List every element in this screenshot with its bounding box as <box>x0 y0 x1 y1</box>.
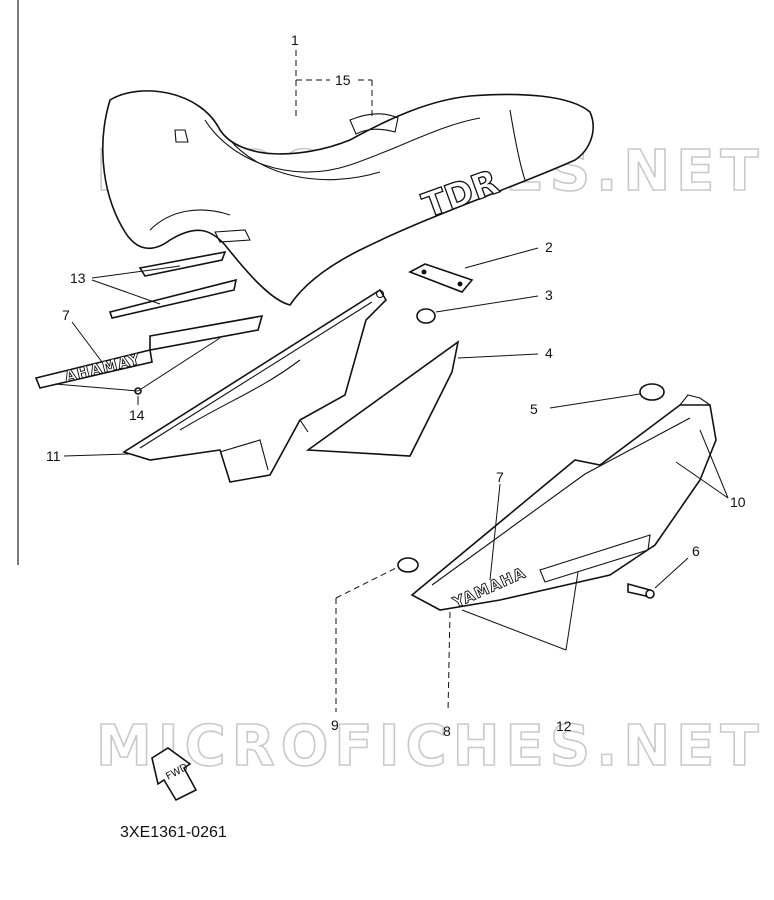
damper-part <box>416 308 436 324</box>
grommet-bottom <box>397 557 419 573</box>
panel-part <box>305 340 460 457</box>
watermark-bottom: MICROFICHES.NET <box>96 714 765 779</box>
leader-2 <box>464 247 539 269</box>
leader-10a <box>699 429 729 499</box>
callout-5: 5 <box>530 401 538 417</box>
leader-5 <box>549 393 641 409</box>
strip-upper <box>138 250 227 277</box>
bracket-hole-left <box>421 269 427 275</box>
leader-11 <box>63 453 131 457</box>
strip-lower <box>108 278 238 319</box>
bracket-part <box>408 263 474 293</box>
fwd-arrow-icon: FWD <box>151 747 198 802</box>
strip-mid <box>149 314 264 351</box>
grommet-top <box>639 383 665 401</box>
leader-13a <box>91 265 181 279</box>
decal-left-text: AHAMAY <box>63 350 143 386</box>
callout-3: 3 <box>545 287 553 303</box>
leader-7a <box>71 321 103 363</box>
callout-14: 14 <box>129 407 145 423</box>
leader-10b <box>675 461 729 499</box>
leader-3 <box>435 295 539 313</box>
seat-part: TDR <box>101 90 594 306</box>
part-code: 3XE1361-0261 <box>120 824 227 841</box>
callout-2: 2 <box>545 239 553 255</box>
callout-1: 1 <box>291 32 299 48</box>
callout-12: 12 <box>556 718 572 734</box>
leader-8 <box>447 611 451 713</box>
leader-6 <box>654 557 689 589</box>
leader-13b <box>91 279 161 305</box>
callout-15: 15 <box>335 72 351 88</box>
leader-14c <box>137 337 221 392</box>
leader-12a <box>565 571 579 651</box>
leader-12b <box>461 609 567 651</box>
side-cover-right: YAMAHA <box>410 394 717 613</box>
callout-11: 11 <box>46 448 61 464</box>
leader-4 <box>457 353 539 359</box>
bracket-hole-right <box>457 281 463 287</box>
callout-7-right: 7 <box>496 469 504 485</box>
callout-13: 13 <box>70 270 86 286</box>
callout-7-left: 7 <box>62 307 70 323</box>
callout-6: 6 <box>692 543 700 559</box>
callout-4: 4 <box>545 345 553 361</box>
screw-right-head <box>645 589 655 599</box>
side-cover-left <box>122 288 388 483</box>
callout-9: 9 <box>331 717 339 733</box>
callout-10: 10 <box>730 494 746 510</box>
decal-left-band <box>34 349 153 389</box>
callout-8: 8 <box>443 723 451 739</box>
leader-14b <box>54 383 139 392</box>
leader-9b <box>335 567 397 599</box>
leader-7b <box>489 483 501 581</box>
